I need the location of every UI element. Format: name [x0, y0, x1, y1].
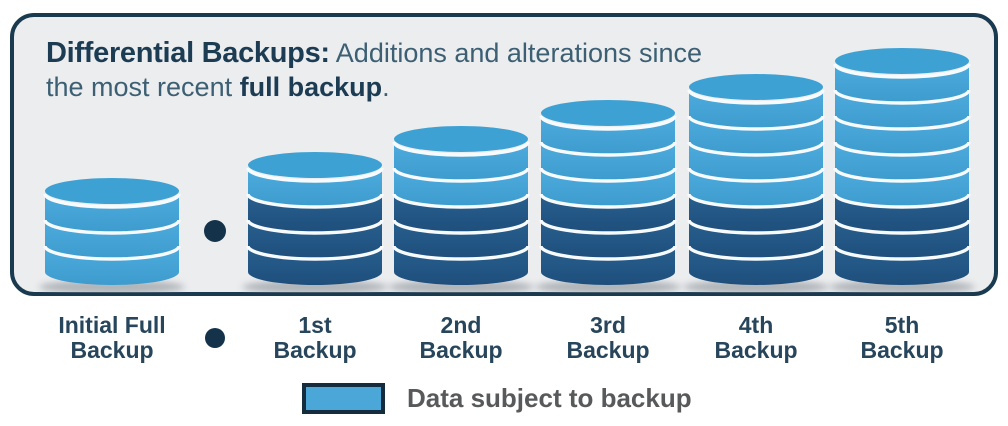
stack-label-line: 1st: [298, 312, 332, 338]
stack-label-line: Backup: [860, 337, 944, 363]
stack-label-line: Backup: [566, 337, 650, 363]
legend-swatch: [302, 383, 385, 414]
stack-label-line: Backup: [70, 337, 154, 363]
separator-dot-icon: [204, 220, 226, 242]
stack-label-line: Backup: [714, 337, 798, 363]
title-line-2: the most recent full backup.: [46, 70, 806, 104]
stack-label-line: 2nd: [440, 312, 482, 338]
legend-label: Data subject to backup: [407, 383, 692, 413]
page-title: Differential Backups: Additions and alte…: [46, 36, 806, 104]
stack-label-line: Backup: [273, 337, 357, 363]
title-line-1: Differential Backups: Additions and alte…: [46, 36, 806, 70]
stack-label-line: 4th: [738, 312, 774, 338]
stack-label-line: 5th: [884, 312, 920, 338]
line2-emphasis: full backup: [239, 72, 383, 102]
separator-dot-icon: [205, 328, 225, 348]
stack-label-line: 3rd: [590, 312, 626, 338]
title-emphasis: Differential Backups:: [46, 37, 330, 69]
stack-label-line: Backup: [419, 337, 503, 363]
title-rest: Additions and alterations since: [335, 38, 703, 68]
line2-suffix: .: [382, 72, 390, 102]
legend: Data subject to backup: [302, 383, 692, 414]
stack-label-line: Initial Full: [58, 312, 166, 338]
line2-prefix: the most recent: [46, 72, 240, 102]
